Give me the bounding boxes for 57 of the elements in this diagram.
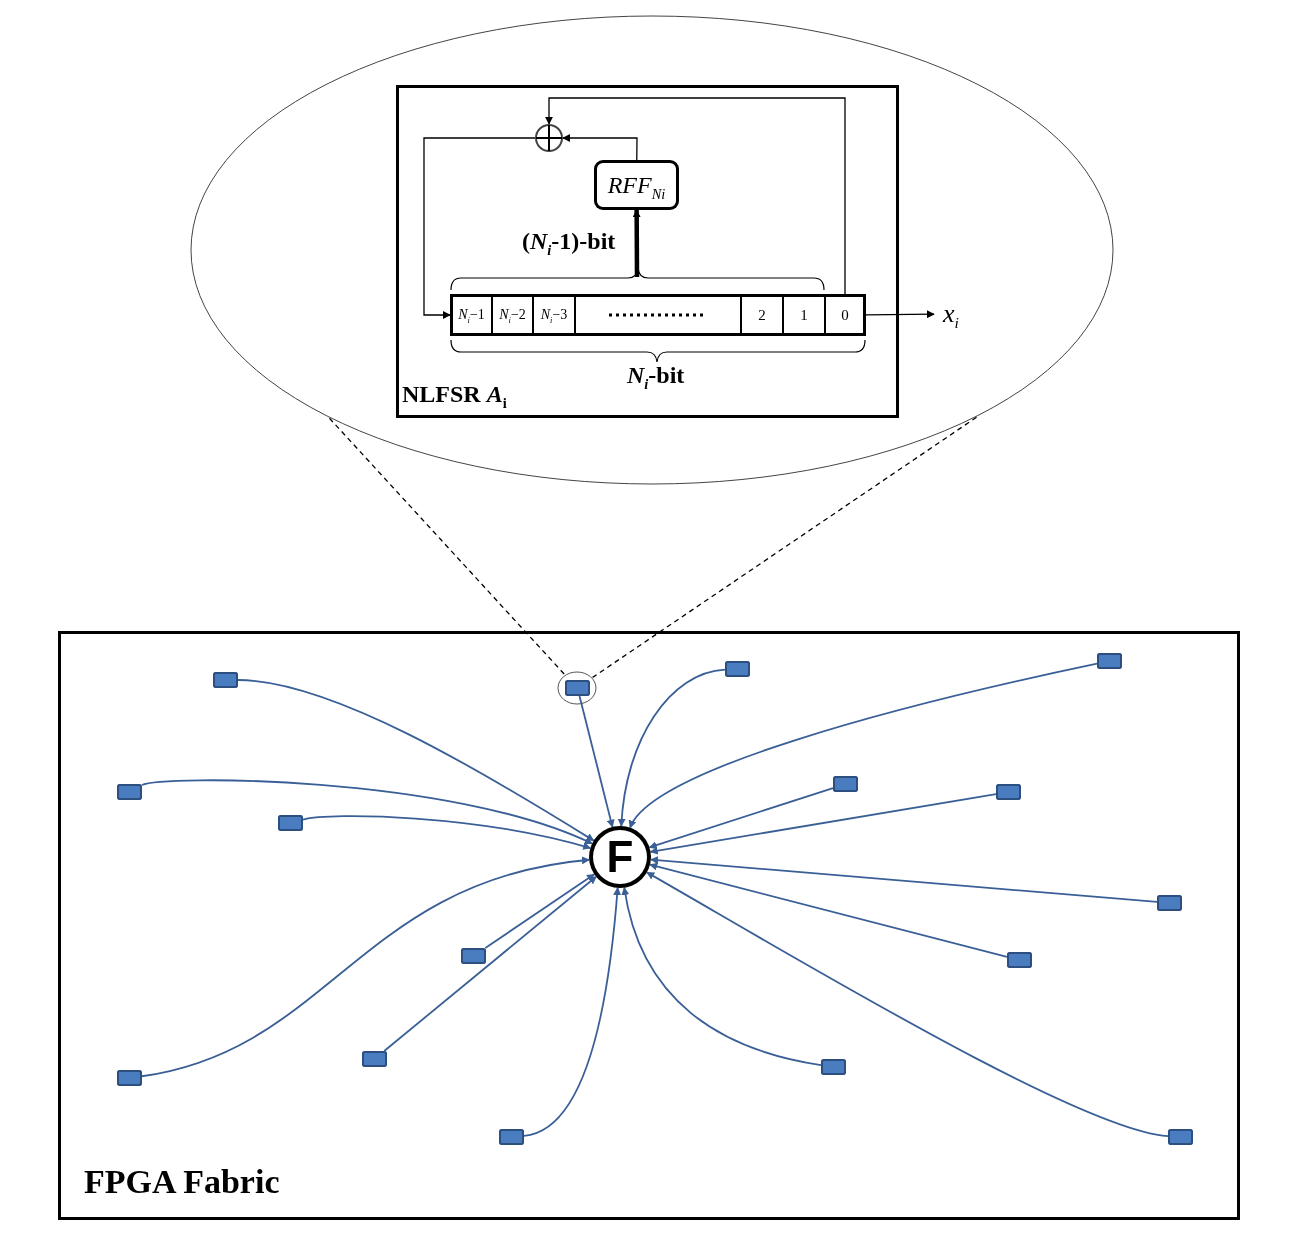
- zoom-guide-line: [592, 416, 978, 679]
- register-cell: 0: [824, 294, 866, 336]
- frame-title: NLFSR A$_{i}$: [402, 381, 507, 412]
- arrow: [649, 862, 1008, 958]
- logic-block: [1157, 895, 1182, 911]
- logic-block: [461, 948, 486, 964]
- logic-block: [1097, 653, 1122, 669]
- logic-block: [499, 1129, 524, 1145]
- xor-symbol: [535, 124, 563, 152]
- zoom-guide-line: [328, 417, 566, 676]
- logic-block: [117, 1070, 142, 1086]
- arrow: [562, 134, 638, 161]
- arrow: [484, 873, 596, 949]
- logic-block: [213, 672, 238, 688]
- logic-block: [278, 815, 303, 831]
- arrow: [383, 875, 597, 1052]
- arrow: [237, 679, 595, 842]
- arrow: [629, 662, 1098, 829]
- shift-register: [450, 294, 866, 336]
- logic-block: [565, 680, 590, 696]
- arrow: [650, 856, 1158, 903]
- arrow: [646, 871, 1169, 1138]
- logic-block: [117, 784, 142, 800]
- arrow: [141, 856, 590, 1078]
- arrow: [545, 97, 846, 295]
- logic-block: [833, 776, 858, 792]
- zoom-ellipse: [190, 15, 1114, 485]
- bit-width-label: (N$_{i}$-1)-bit: [522, 228, 616, 259]
- nlfsr-frame: [396, 85, 899, 418]
- register-cell: 2: [740, 294, 784, 336]
- arrow: [578, 695, 615, 828]
- arrow: [617, 668, 726, 827]
- arrow: [523, 887, 622, 1137]
- arrow: [621, 886, 822, 1067]
- logic-block: [996, 784, 1021, 800]
- fpga-fabric-frame: [58, 631, 1240, 1220]
- arrow: [632, 209, 641, 277]
- arrow: [648, 787, 834, 850]
- register-cell: N$_{i}$−2: [491, 294, 534, 336]
- arrow: [423, 137, 536, 319]
- arrow: [649, 793, 997, 855]
- arrow: [302, 815, 592, 851]
- register-cell: N$_{i}$−1: [450, 294, 493, 336]
- output-label: x$_{i}$: [934, 294, 968, 334]
- highlight-ellipse: [557, 671, 597, 705]
- function-box: RFF$_{Ni}$: [594, 160, 679, 210]
- logic-block: [821, 1059, 846, 1075]
- logic-block: [362, 1051, 387, 1067]
- logic-block: [1007, 952, 1032, 968]
- logic-block: [725, 661, 750, 677]
- fabric-label: FPGA Fabric: [84, 1163, 280, 1201]
- arrow: [141, 779, 593, 845]
- register-cell: 1: [782, 294, 826, 336]
- logic-block: [1168, 1129, 1193, 1145]
- register-cell: N$_{i}$−3: [532, 294, 576, 336]
- bit-width-label: N$_{i}$-bit: [627, 362, 685, 393]
- arrow: [865, 310, 935, 319]
